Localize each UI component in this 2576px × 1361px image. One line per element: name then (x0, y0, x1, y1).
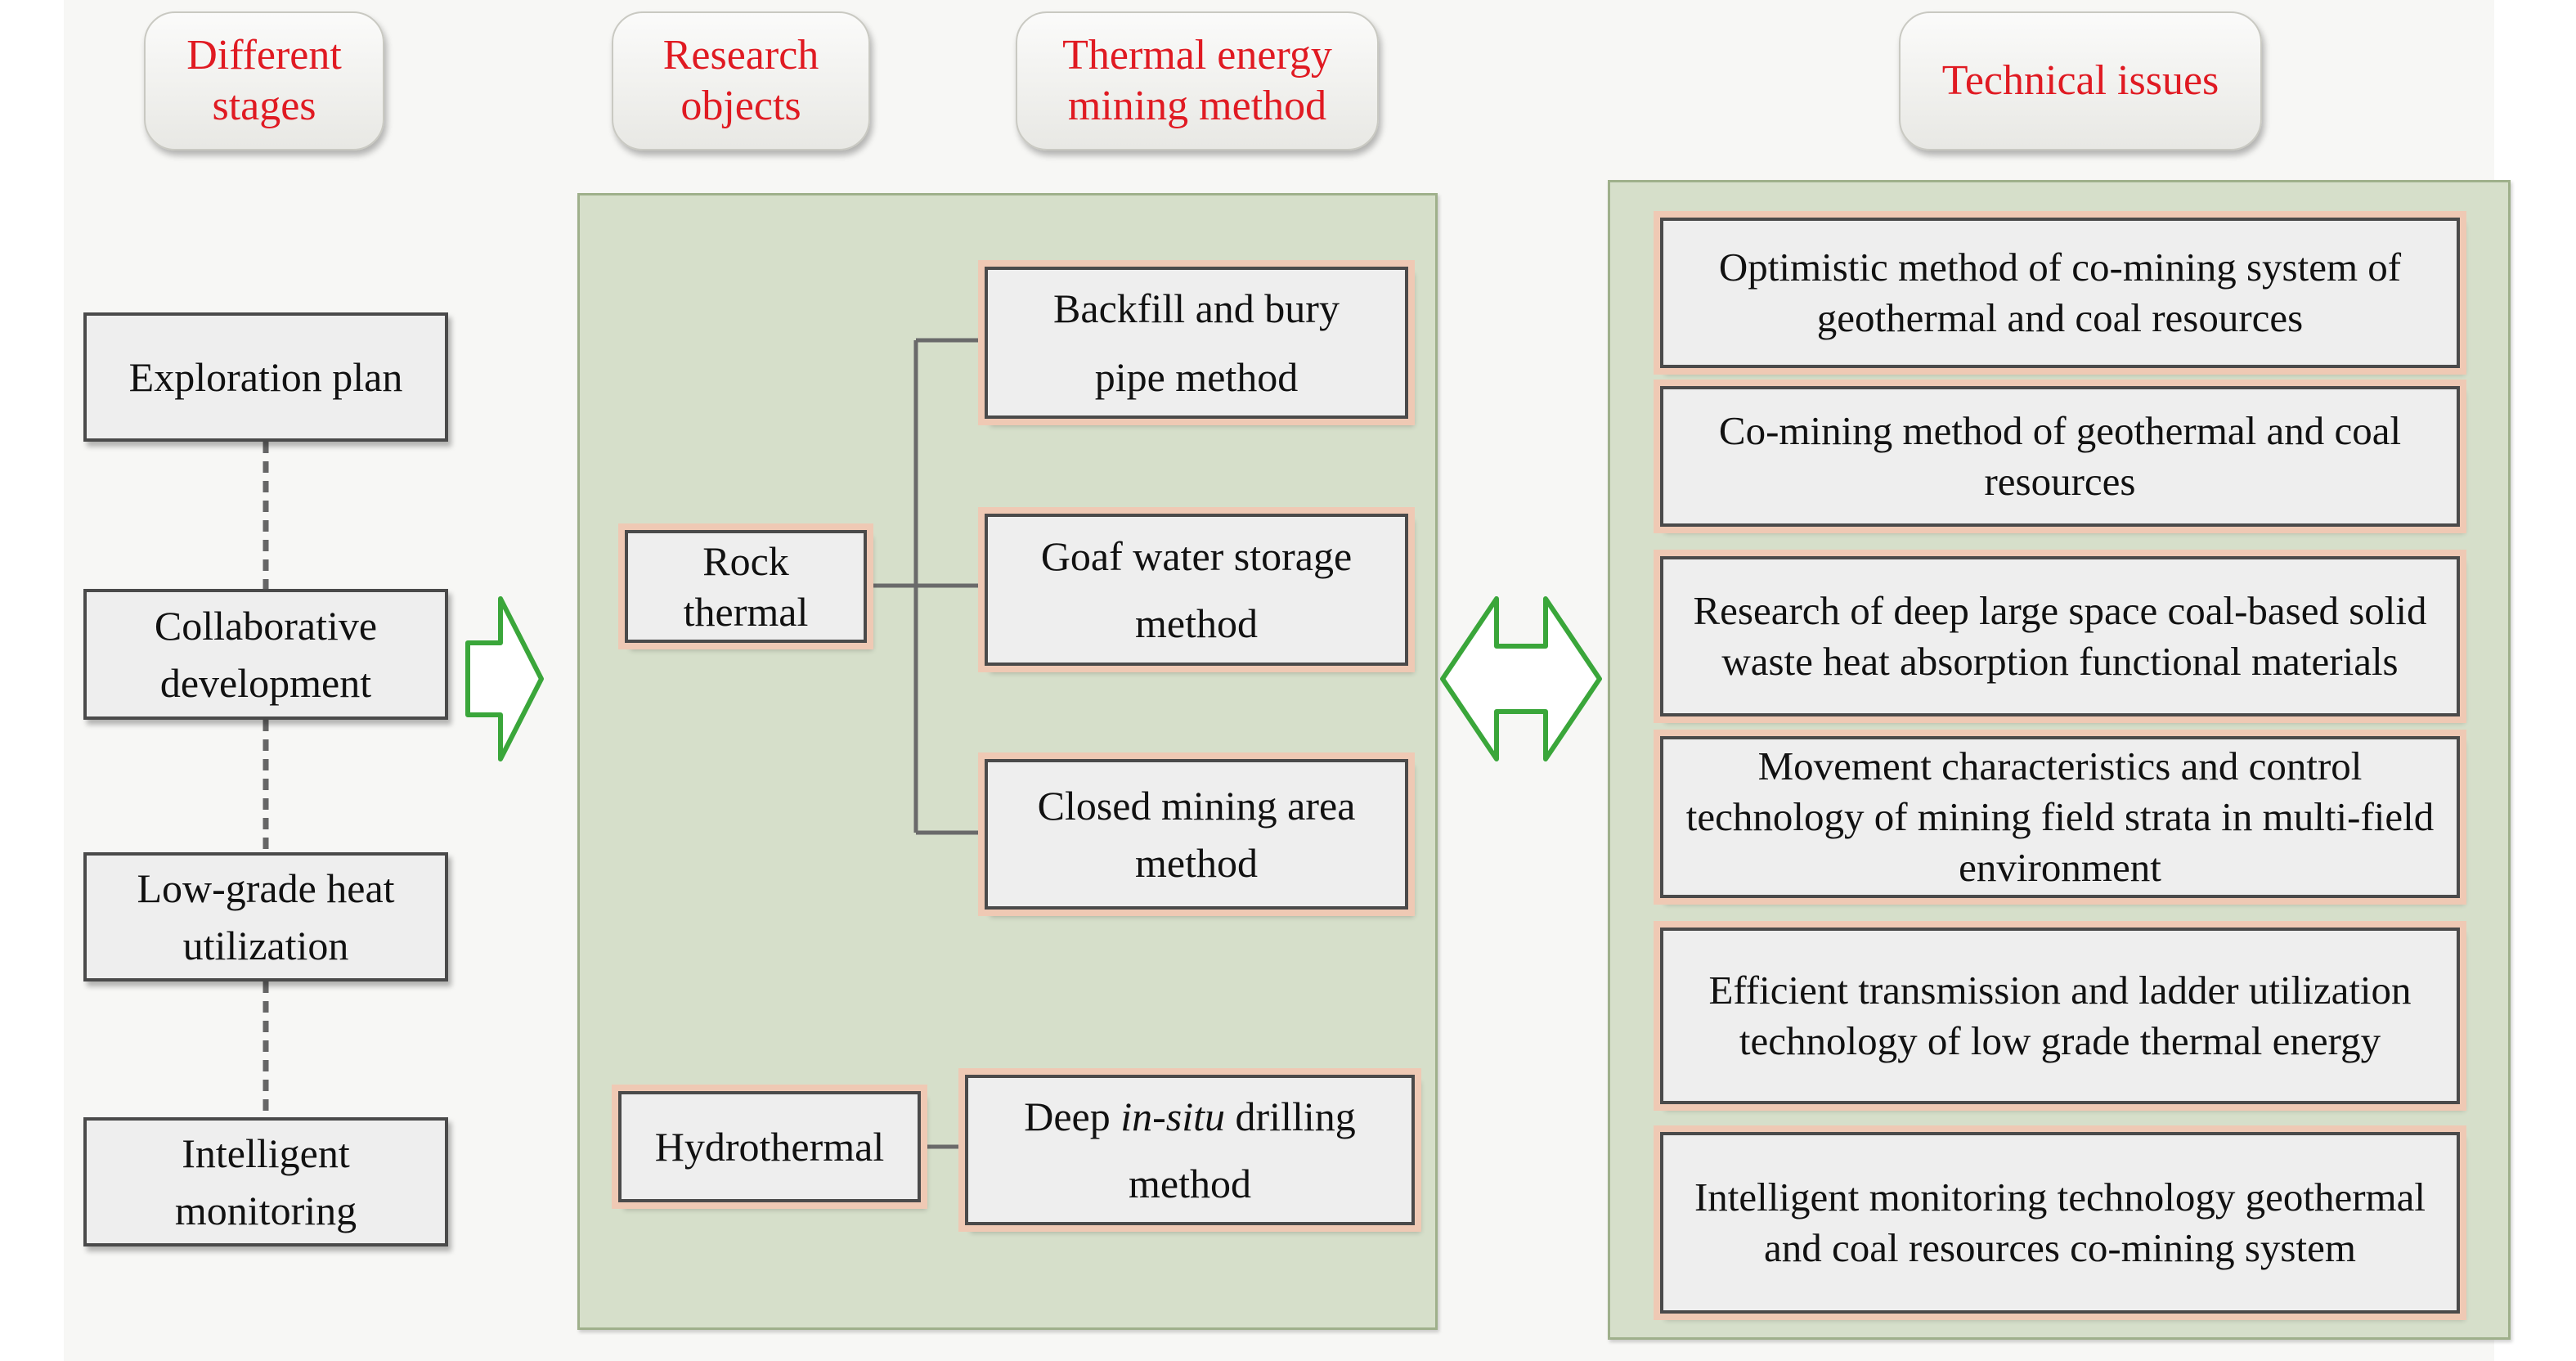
stage-collaborative-development: Collaborative development (83, 589, 448, 720)
stage-intelligent-monitoring: Intelligent monitoring (83, 1117, 448, 1246)
double-arrow-icon (1440, 596, 1602, 761)
header-different-stages: Different stages (144, 11, 384, 150)
issue-intelligent-monitoring: Intelligent monitoring technology geothe… (1660, 1132, 2460, 1314)
issue-optimistic-method: Optimistic method of co-mining system of… (1660, 218, 2460, 368)
issue-low-grade-thermal-energy: Efficient transmission and ladder utiliz… (1660, 928, 2460, 1104)
method-backfill-bury-pipe: Backfill and bury pipe method (985, 267, 1408, 419)
issue-heat-absorption-materials: Research of deep large space coal-based … (1660, 556, 2460, 716)
stage-low-grade-heat-utilization: Low-grade heat utilization (83, 852, 448, 981)
method-goaf-water-storage: Goaf water storage method (985, 514, 1408, 666)
header-technical-issues: Technical issues (1899, 11, 2262, 150)
stage-exploration-plan: Exploration plan (83, 312, 448, 442)
issue-co-mining-method: Co-mining method of geothermal and coal … (1660, 386, 2460, 527)
right-arrow-icon (465, 596, 544, 761)
method-closed-mining-area: Closed mining area method (985, 759, 1408, 910)
object-hydrothermal: Hydrothermal (618, 1091, 921, 1202)
header-research-objects: Research objects (612, 11, 870, 150)
header-thermal-energy-mining-method: Thermal energy mining method (1016, 11, 1379, 150)
method-deep-label: Deep in-situ drilling method (1024, 1094, 1356, 1206)
object-rock-thermal: Rock thermal (625, 530, 867, 643)
method-deep-in-situ-drilling: Deep in-situ drilling method (965, 1075, 1415, 1225)
issue-strata-movement-control: Movement characteristics and control tec… (1660, 736, 2460, 898)
